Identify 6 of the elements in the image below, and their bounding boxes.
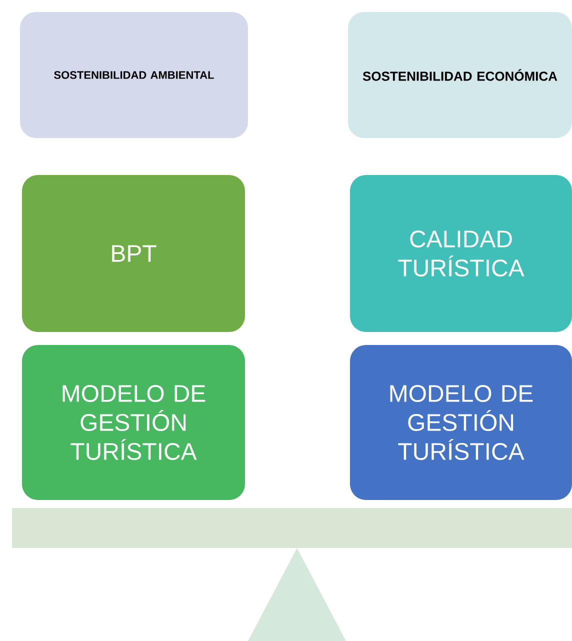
- text-box: MODELO DE GESTIÓN TURÍSTICA: [350, 345, 572, 500]
- text-box: SOSTENIBILIDAD ECONÓMICA: [348, 12, 572, 138]
- text-box: MODELO DE GESTIÓN TURÍSTICA: [22, 345, 245, 500]
- text-box: SOSTENIBILIDAD AMBIENTAL: [20, 12, 248, 138]
- text-box: BPT: [22, 175, 245, 332]
- text-box: CALIDAD TURÍSTICA: [350, 175, 572, 332]
